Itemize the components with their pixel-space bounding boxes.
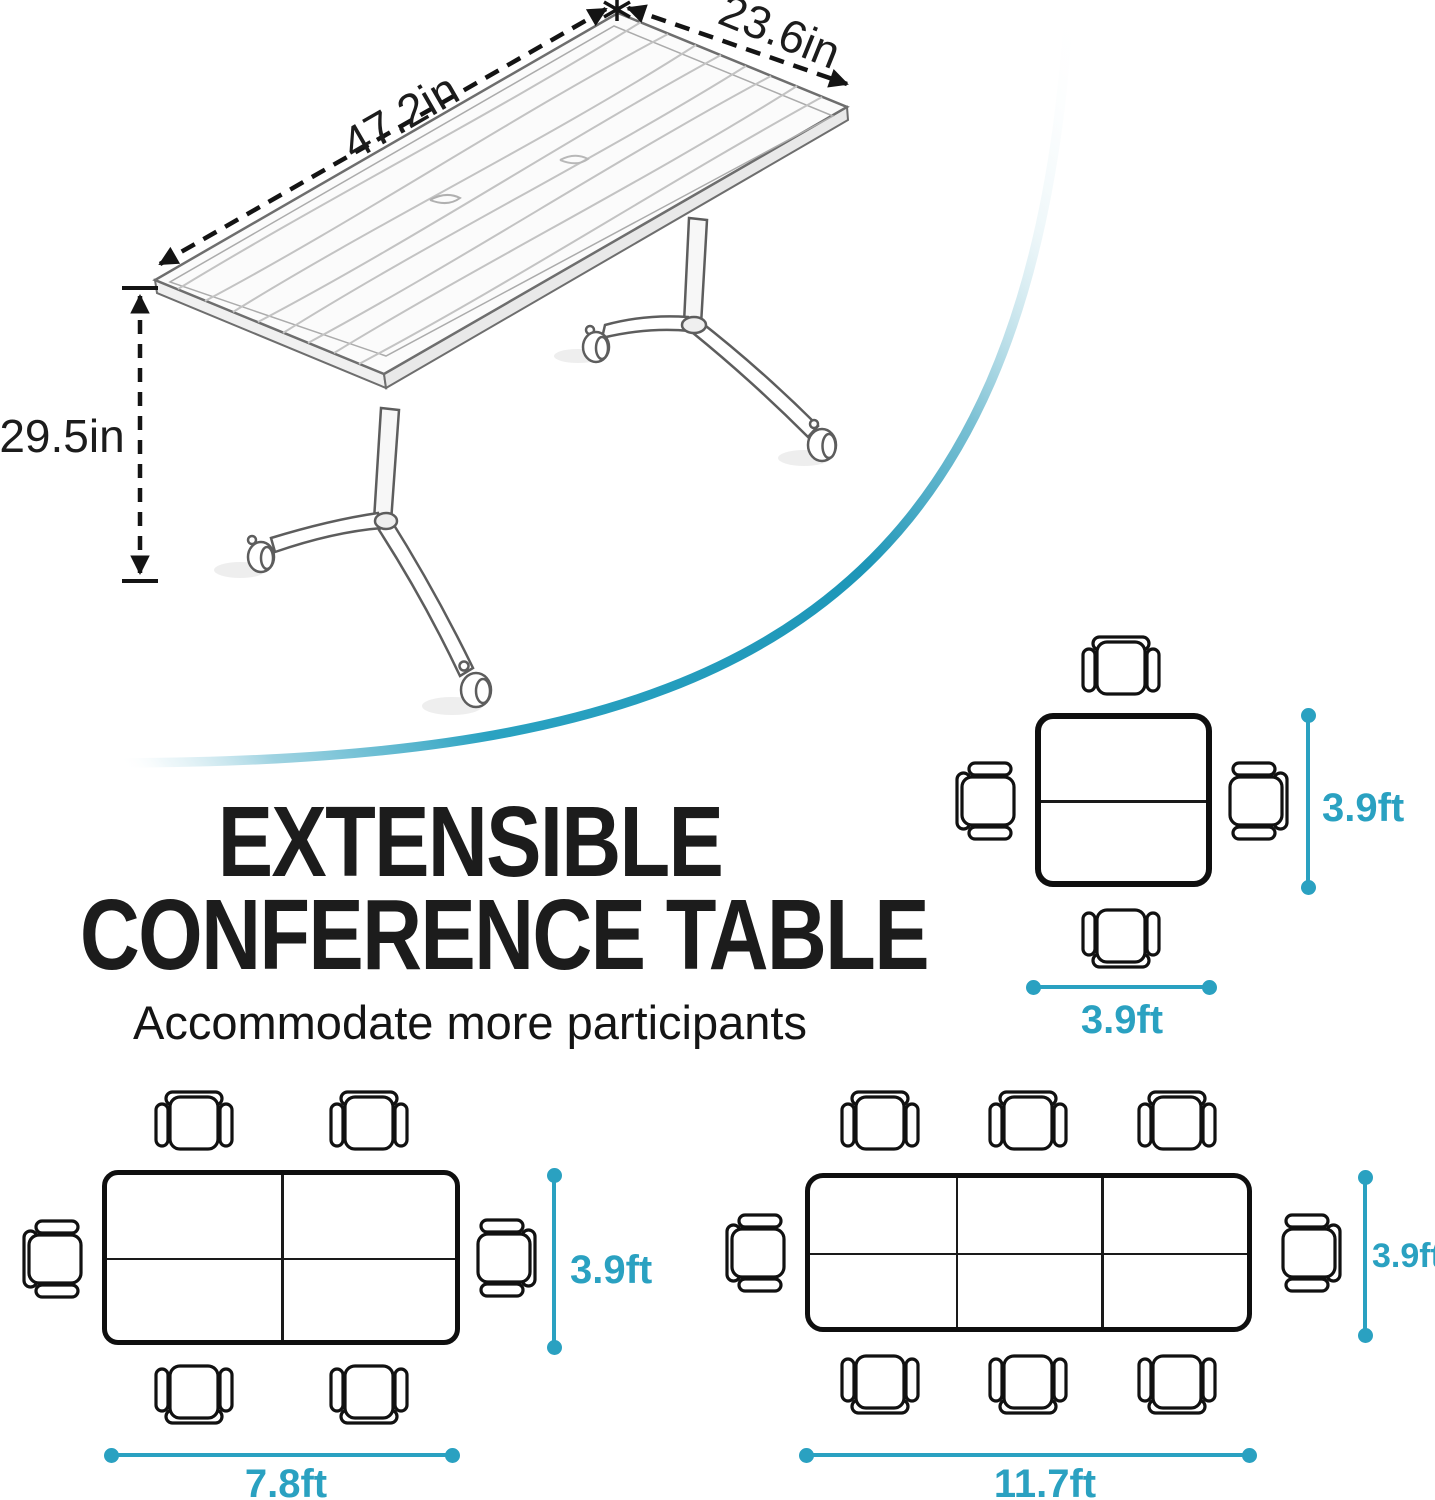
chair-icon [329,1090,409,1151]
product-sketch: 47.2in 23.6in 29.5in [0,0,850,715]
chair-icon [988,1354,1068,1415]
table-top-view-4-seat [1035,713,1212,887]
dimension-endpoint [1358,1328,1373,1343]
page-title-line1: EXTENSIBLE [217,786,724,898]
chair-icon [840,1090,920,1151]
tabletop [152,11,850,390]
chair-icon [840,1354,920,1415]
dimension-endpoint [1358,1170,1373,1185]
chair-icon [1081,908,1161,969]
dimension-endpoint [445,1448,460,1463]
dimension-endpoint [1026,980,1041,995]
dimension-endpoint [547,1340,562,1355]
chair-icon [1137,1090,1217,1151]
dimension-line [1363,1177,1367,1335]
chair-icon [154,1364,234,1425]
dimension-endpoint [1242,1448,1257,1463]
chair-icon [329,1364,409,1425]
depth-dimension-arrow [626,4,849,88]
corner-star-mark [603,0,631,21]
table-top-view-6-seat [102,1170,460,1345]
depth-dimension-label: 3.9ft [570,1248,653,1292]
dimension-endpoint [547,1168,562,1183]
length-dimension-arrow [158,7,608,266]
chair-icon [476,1218,537,1298]
chair-icon [1137,1354,1217,1415]
width-dimension-label: 3.9ft [1080,998,1164,1042]
dimension-endpoint [1301,880,1316,895]
dimension-line [1034,985,1210,989]
dimension-endpoint [1202,980,1217,995]
right-leg [581,216,838,463]
dimension-endpoint [104,1448,119,1463]
dimension-line [112,1453,453,1457]
left-leg [246,406,493,709]
width-dimension-label: 7.8ft [244,1462,328,1500]
dimension-line [1306,715,1310,887]
chair-icon [154,1090,234,1151]
height-dimension-arrow [122,286,158,583]
page-subtitle: Accommodate more participants [133,996,807,1049]
chair-icon [1228,761,1289,841]
chair-icon [1081,635,1161,696]
dimension-line [552,1175,556,1347]
chair-icon [725,1213,786,1293]
depth-dimension-label: 3.9ft [1372,1237,1435,1275]
depth-dimension-label: 3.9ft [1322,786,1405,830]
table-top-view-8-seat [805,1173,1252,1332]
chair-icon [955,761,1016,841]
chair-icon [988,1090,1068,1151]
page-title-line2: CONFERENCE TABLE [79,879,930,991]
chair-icon [1281,1213,1342,1293]
height-dimension-label: 29.5in [0,410,125,462]
width-dimension-label: 11.7ft [993,1462,1097,1500]
dimension-line [807,1453,1250,1457]
chair-icon [22,1219,83,1299]
dimension-endpoint [1301,708,1316,723]
dimension-endpoint [799,1448,814,1463]
